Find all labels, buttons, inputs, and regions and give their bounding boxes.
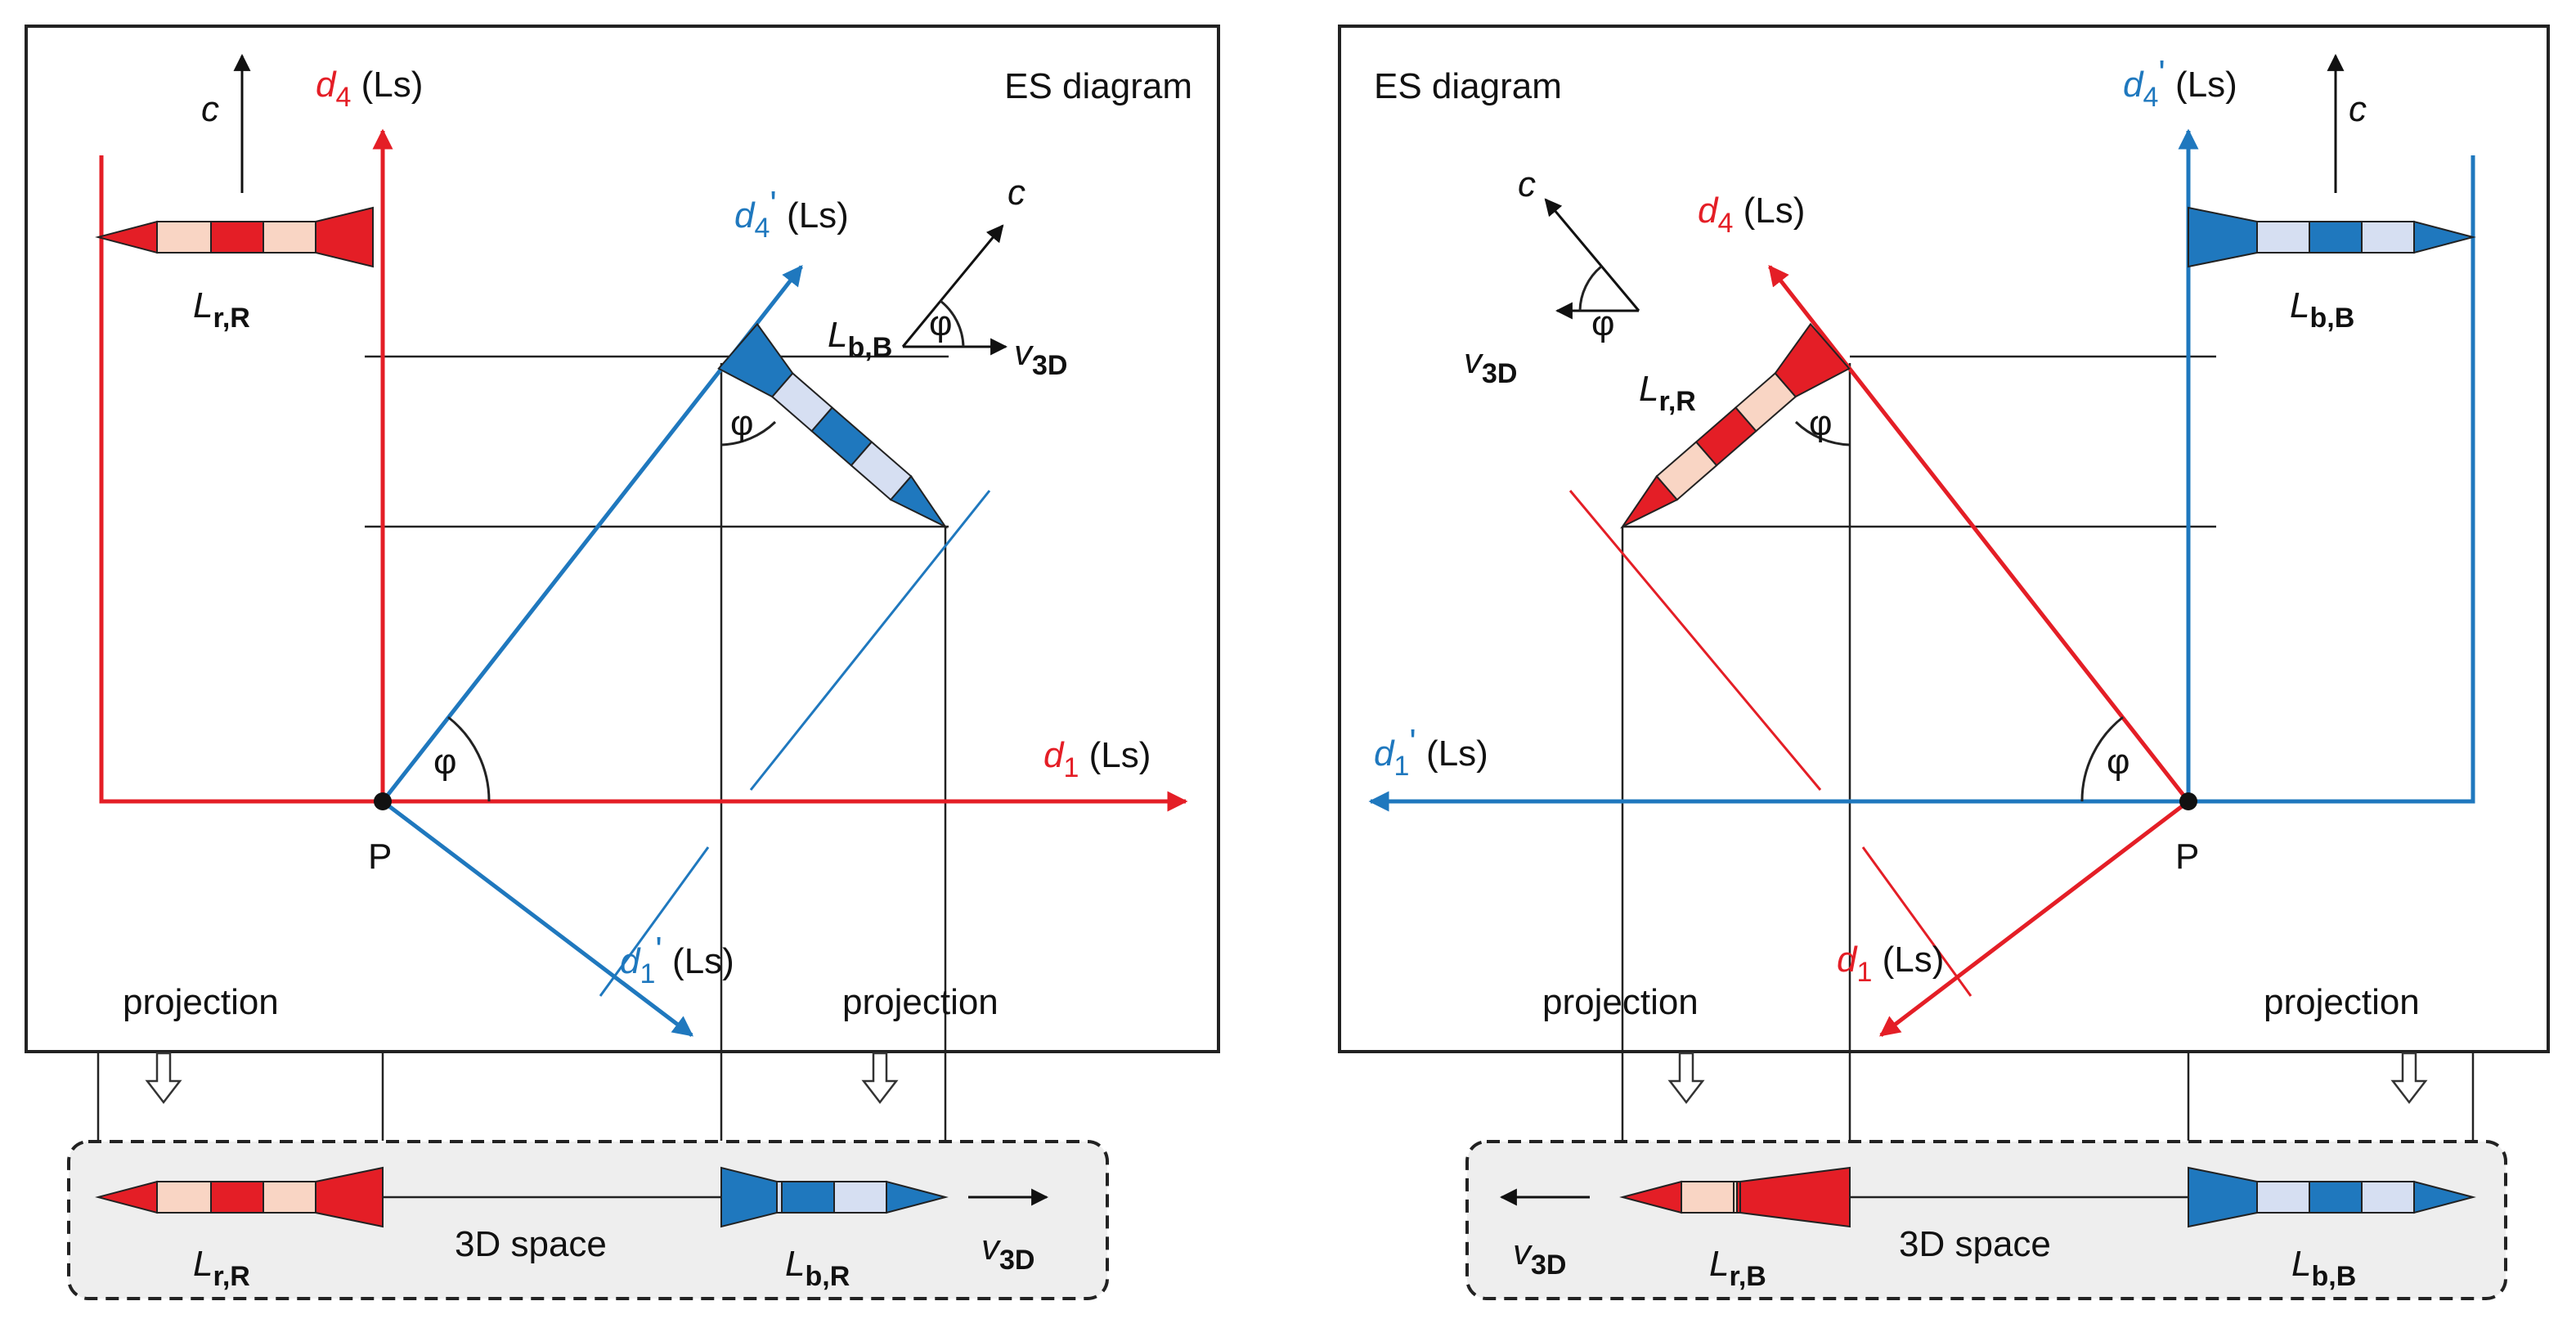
left-worldline-front xyxy=(749,490,991,791)
left-origin-point xyxy=(374,792,392,810)
right-projection-label-2: projection xyxy=(2264,982,2420,1022)
left-phi-origin: φ xyxy=(433,742,457,782)
right-origin-label: P xyxy=(2175,837,2199,877)
left-c-triangle: c xyxy=(1008,173,1025,213)
right-phi-rocket: φ xyxy=(1809,403,1833,443)
right-axis-d4 xyxy=(1768,265,2190,803)
right-label-d4: d4 (Ls) xyxy=(1698,191,1805,239)
right-c-triangle: c xyxy=(1518,164,1536,204)
right-phi-triangle: φ xyxy=(1591,303,1615,343)
right-projection-label-1: projection xyxy=(1542,982,1699,1022)
left-line-of-simultaneity xyxy=(599,846,710,997)
right-frame xyxy=(1338,25,2550,1053)
left-phi-triangle: φ xyxy=(929,303,953,343)
left-bottom-rocket-blue-label: Lb,R xyxy=(785,1244,850,1292)
left-phi-rocket: φ xyxy=(730,403,754,443)
left-frame xyxy=(25,25,1220,1053)
left-label-d4-prime: d4' (Ls) xyxy=(734,184,849,244)
left-3d-space-label: 3D space xyxy=(455,1224,607,1264)
left-projection-arrow-1 xyxy=(145,1052,182,1105)
left-rocket-top xyxy=(95,206,374,268)
right-worldline-front xyxy=(1568,490,1822,791)
left-rocket-top-label: Lr,R xyxy=(193,285,250,334)
right-rocket-tilted-label: Lr,R xyxy=(1639,369,1696,417)
right-origin-point xyxy=(2179,792,2197,810)
right-bottom-rocket-red-label: Lr,B xyxy=(1709,1244,1766,1292)
right-panel: ES diagram P φ d4' (Ls) d4 (Ls) d1' (L xyxy=(1338,25,2550,1300)
right-3d-space-label: 3D space xyxy=(1899,1224,2051,1264)
left-rocket-tilted xyxy=(717,322,948,529)
right-label-d1: d1 (Ls) xyxy=(1837,940,1944,988)
left-label-d4: d4 (Ls) xyxy=(316,65,423,113)
right-bottom-v3d-label: v3D xyxy=(1513,1232,1566,1281)
left-rocket-tilted-label: Lb,B xyxy=(828,315,892,363)
left-bottom-v3d-label: v3D xyxy=(981,1227,1034,1276)
right-title: ES diagram xyxy=(1374,66,1562,106)
left-axis-d1-prime xyxy=(381,800,693,1037)
right-rocket-tilted xyxy=(1620,322,1851,529)
left-v3d-triangle: v3D xyxy=(1014,333,1067,381)
right-c-label: c xyxy=(2349,89,2367,129)
right-phi-origin: φ xyxy=(2107,742,2130,782)
right-projection-arrow-1 xyxy=(1667,1052,1705,1105)
left-bottom-rocket-blue xyxy=(720,1166,949,1228)
left-bottom-rocket-red xyxy=(95,1166,384,1228)
left-projection-label-1: projection xyxy=(123,982,279,1022)
right-axis-d1 xyxy=(1879,800,2190,1037)
right-v3d-triangle: v3D xyxy=(1464,341,1517,389)
left-panel: ES diagram P φ d4 (Ls) d1 (Ls) d4' (Ls xyxy=(25,25,1220,1300)
left-label-d1: d1 (Ls) xyxy=(1043,735,1151,783)
right-label-d1-prime: d1' (Ls) xyxy=(1374,722,1488,782)
left-origin-label: P xyxy=(368,837,392,877)
right-bottom-rocket-red xyxy=(1619,1166,1851,1228)
left-label-d1-prime: d1' (Ls) xyxy=(620,930,734,989)
right-projection-arrow-2 xyxy=(2390,1052,2428,1105)
right-bottom-rocket-blue xyxy=(2188,1166,2476,1228)
left-projection-label-2: projection xyxy=(842,982,999,1022)
left-title: ES diagram xyxy=(1004,66,1192,106)
left-projection-arrow-2 xyxy=(861,1052,899,1105)
left-c-label: c xyxy=(201,89,219,129)
right-rocket-top xyxy=(2188,206,2476,268)
right-rocket-top-label: Lb,B xyxy=(2290,285,2354,334)
left-bottom-rocket-red-label: Lr,R xyxy=(193,1244,250,1292)
right-bottom-rocket-blue-label: Lb,B xyxy=(2291,1244,2356,1292)
right-line-of-simultaneity xyxy=(1861,846,1972,997)
right-label-d4-prime: d4' (Ls) xyxy=(2123,53,2237,113)
